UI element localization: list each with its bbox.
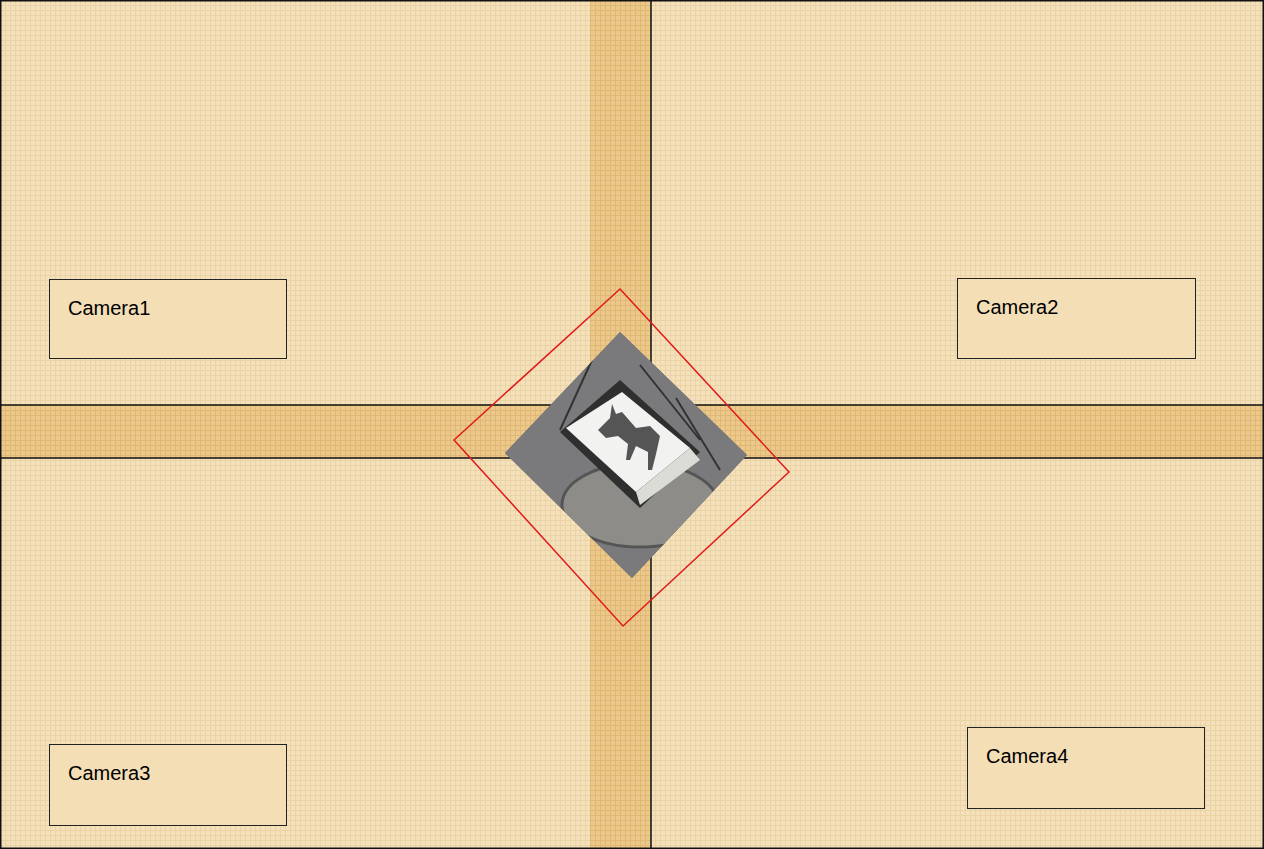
camera-box: Camera2 <box>957 278 1196 359</box>
camera-label: Camera3 <box>68 761 268 785</box>
camera-box: Camera1 <box>49 279 287 359</box>
camera-label: Camera4 <box>986 744 1186 768</box>
camera-box: Camera4 <box>967 727 1205 809</box>
camera-label: Camera2 <box>976 295 1177 319</box>
camera-label: Camera1 <box>68 296 268 320</box>
camera-box: Camera3 <box>49 744 287 826</box>
robot-outline <box>454 289 789 626</box>
